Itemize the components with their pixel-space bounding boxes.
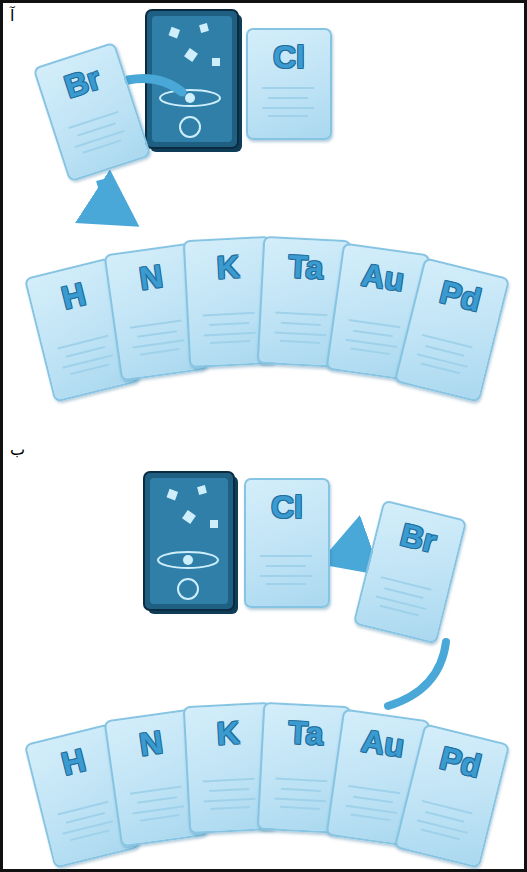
- panel-label: آ: [10, 6, 14, 25]
- panel-label: ب: [10, 440, 25, 459]
- element-symbol: Pd: [436, 741, 484, 785]
- element-card: Cl: [246, 28, 332, 140]
- card-decoration: [198, 307, 260, 350]
- element-symbol: N: [137, 259, 165, 297]
- element-symbol: Ta: [287, 249, 324, 286]
- element-card: Br: [33, 42, 152, 183]
- element-symbol: Cl: [273, 40, 305, 75]
- element-card: Br: [353, 499, 467, 644]
- element-symbol: Au: [359, 258, 406, 299]
- element-symbol: Au: [359, 724, 406, 765]
- card-decoration: [340, 779, 405, 827]
- element-symbol: Ta: [287, 715, 324, 752]
- element-symbol: Cl: [271, 490, 303, 525]
- card-decoration: [52, 329, 120, 382]
- element-symbol: H: [58, 743, 89, 783]
- card-deck: [144, 472, 238, 614]
- card-decoration: [125, 314, 190, 362]
- element-symbol: K: [216, 249, 241, 285]
- move-arrow: [333, 557, 367, 565]
- card-decoration: [258, 82, 318, 122]
- card-decoration: [125, 780, 190, 828]
- card-decoration: [340, 313, 405, 361]
- card-decoration: [198, 773, 260, 816]
- card-decoration: [63, 105, 132, 162]
- card-decoration: [270, 306, 332, 349]
- move-arrow: [100, 180, 126, 218]
- card-decoration: [369, 570, 437, 623]
- element-symbol: H: [58, 277, 89, 317]
- card-decoration: [256, 550, 316, 590]
- element-symbol: Br: [60, 61, 105, 105]
- element-symbol: Pd: [436, 275, 484, 319]
- card-decoration: [270, 772, 332, 815]
- element-card: Cl: [244, 478, 330, 608]
- element-symbol: Br: [397, 517, 440, 560]
- card-decoration: [52, 795, 120, 848]
- move-arrow: [128, 79, 182, 93]
- card-decoration: [410, 328, 478, 381]
- element-symbol: N: [137, 725, 165, 763]
- element-symbol: K: [216, 715, 241, 751]
- card-decoration: [410, 794, 478, 847]
- move-arrow: [388, 642, 446, 706]
